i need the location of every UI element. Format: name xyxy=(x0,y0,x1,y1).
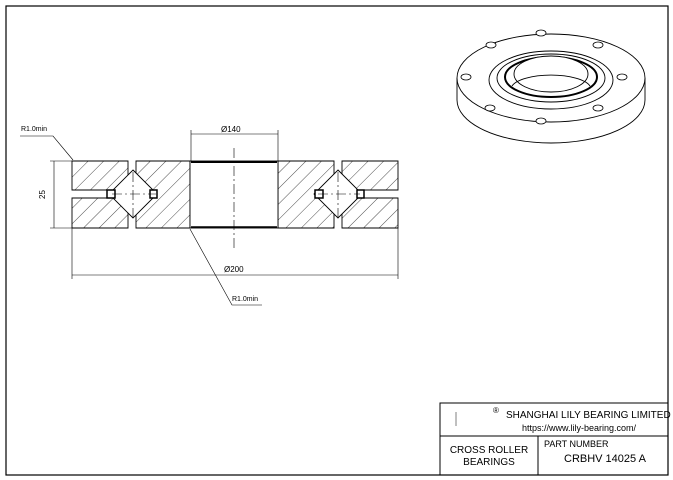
drawing-frame xyxy=(5,5,669,476)
company-name: SHANGHAI LILY BEARING LIMITED xyxy=(506,410,671,421)
cross-section xyxy=(71,148,399,250)
registered-mark: ® xyxy=(493,406,499,415)
part-number: CRBHV 14025 A xyxy=(564,453,646,465)
title-block xyxy=(439,402,669,476)
radius-label-top: R1.0min xyxy=(21,126,48,133)
outer-diameter-label: Ø200 xyxy=(224,265,244,274)
dimension-lines xyxy=(20,130,399,306)
width-label: 25 xyxy=(37,190,47,199)
category-label: CROSS ROLLER BEARINGS xyxy=(440,445,538,469)
bearing-3d-view xyxy=(456,29,646,144)
bore-diameter-label: Ø140 xyxy=(221,125,241,134)
bolt-holes xyxy=(460,29,628,125)
radius-label-bottom: R1.0min xyxy=(232,296,259,303)
category-line2: BEARINGS xyxy=(463,457,515,468)
part-number-label: PART NUMBER xyxy=(544,439,609,449)
category-line1: CROSS ROLLER xyxy=(449,445,529,456)
company-url: https://www.lily-bearing.com/ xyxy=(522,423,637,433)
